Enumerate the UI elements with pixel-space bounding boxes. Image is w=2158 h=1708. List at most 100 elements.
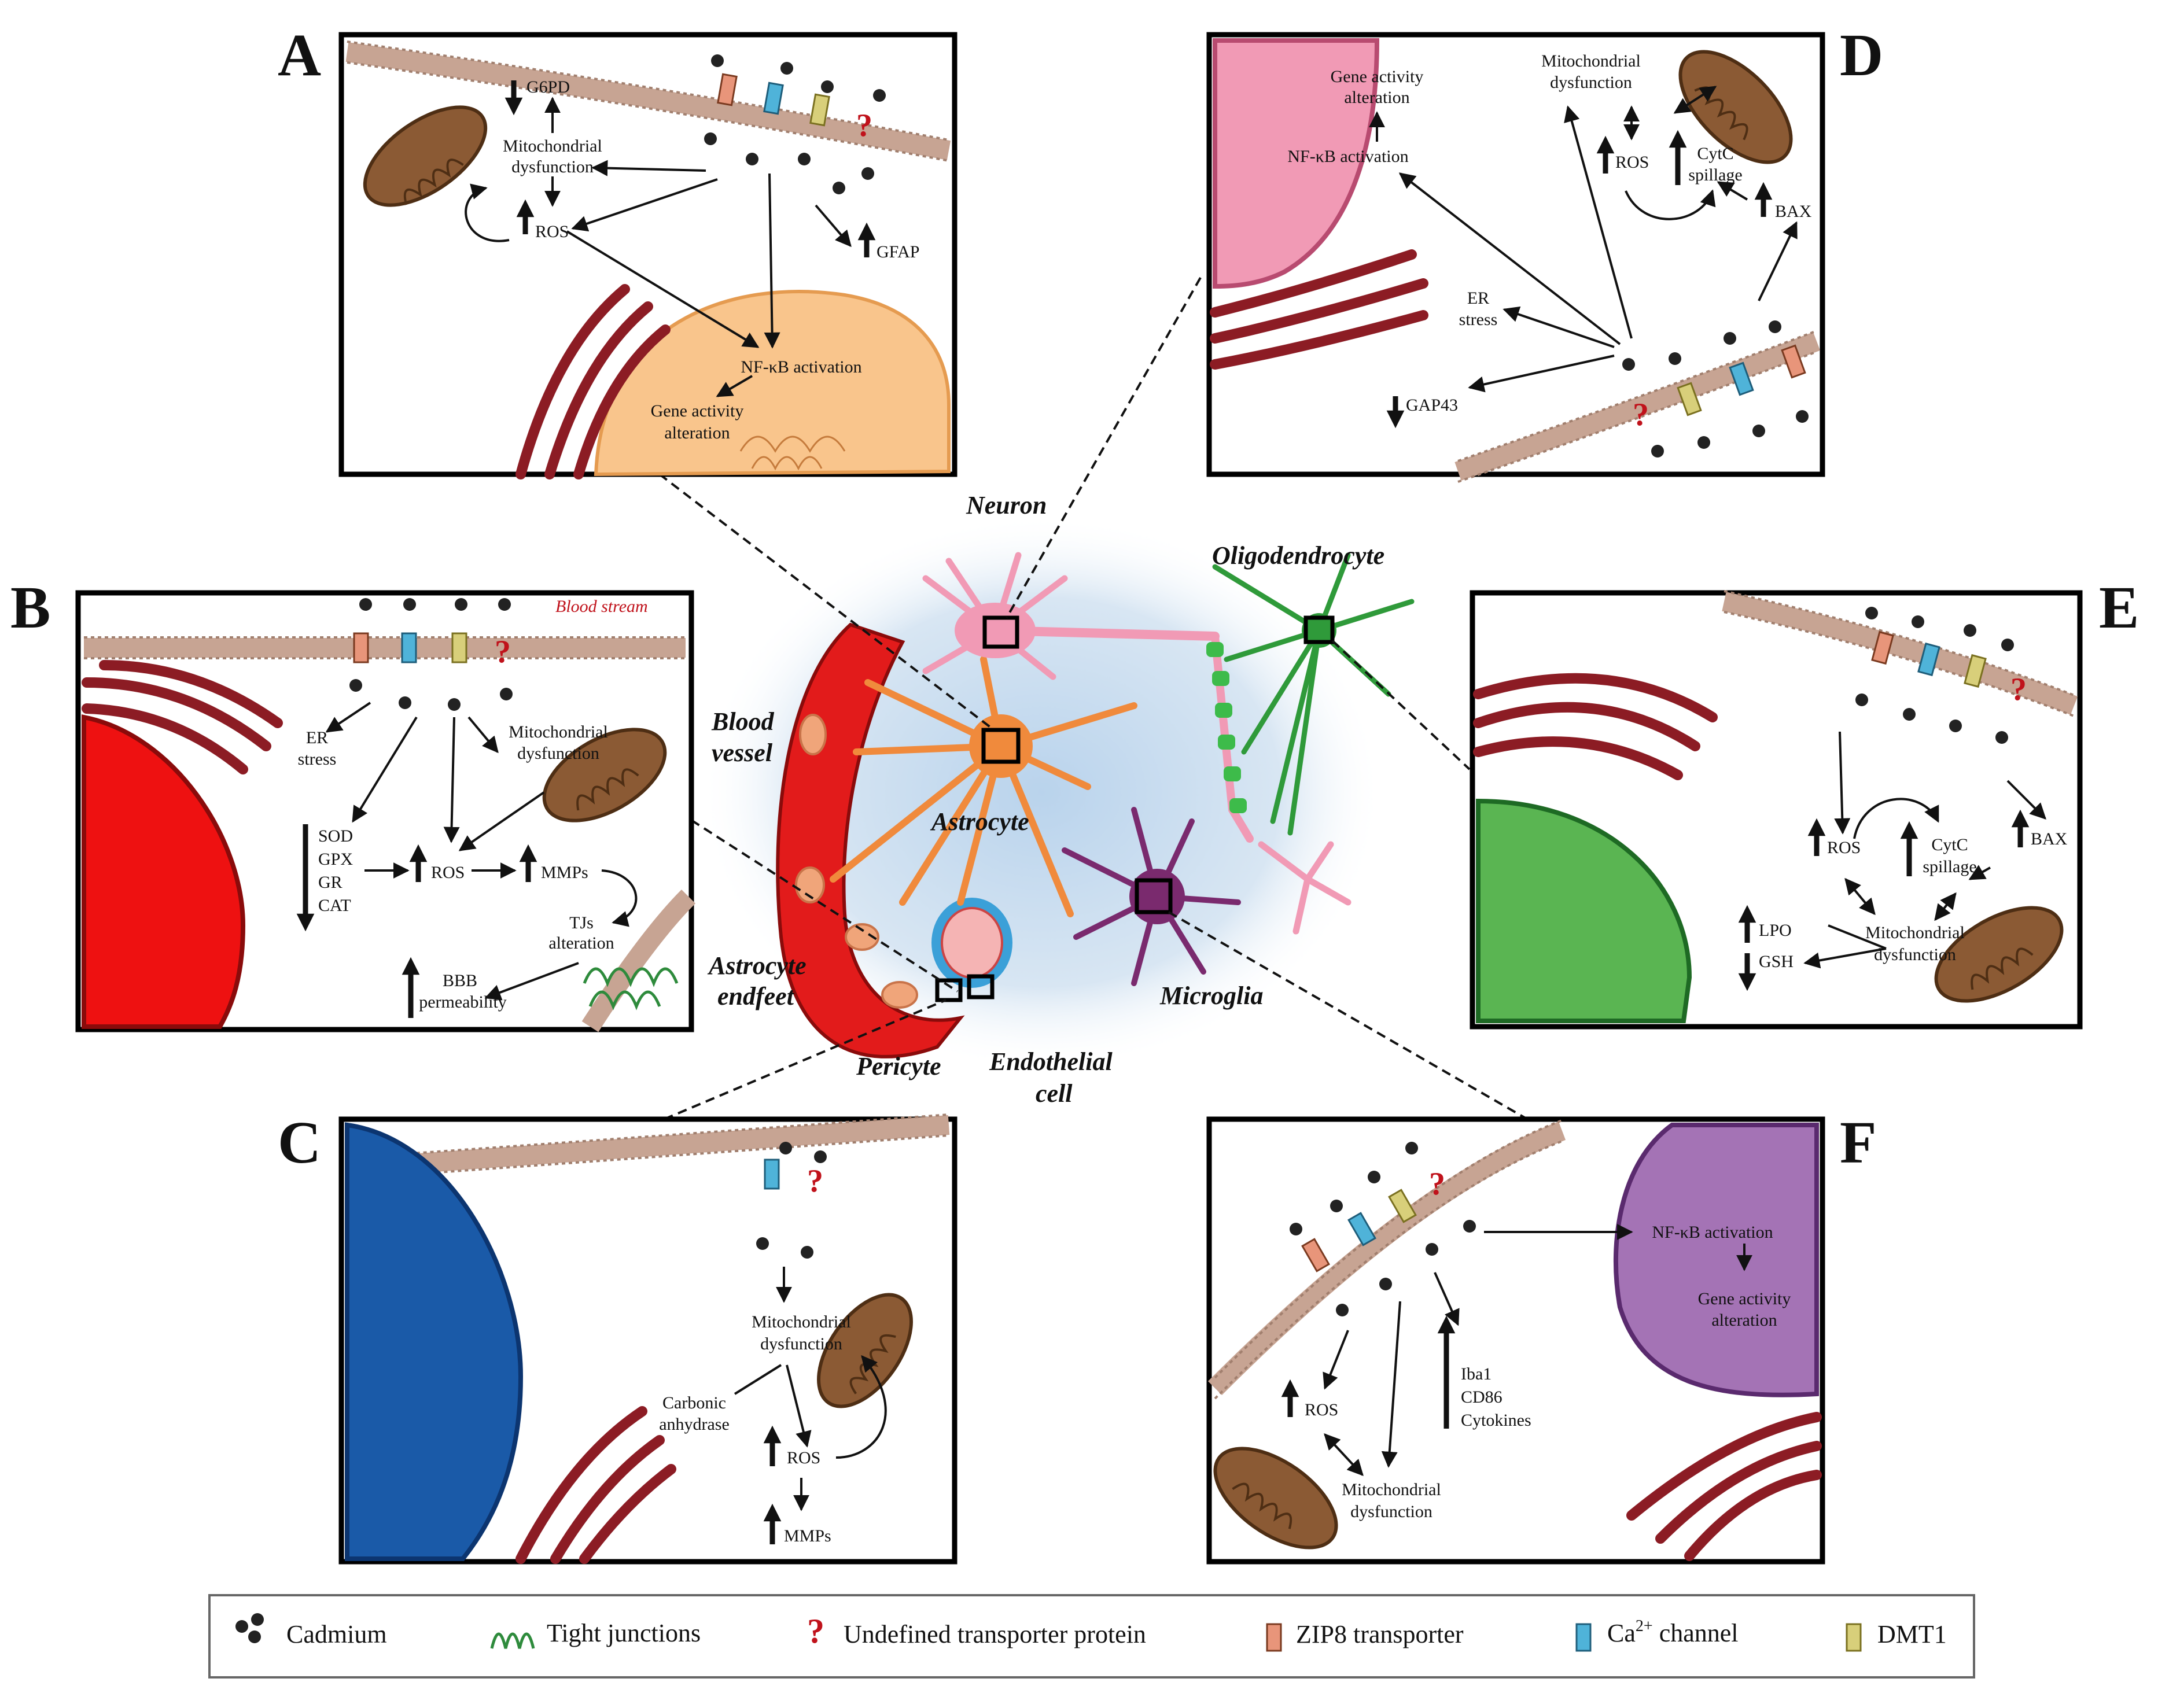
panel-f-iba1: Iba1 bbox=[1461, 1364, 1492, 1384]
legend-ca-channel-sup: 2+ bbox=[1636, 1617, 1653, 1635]
label-blood-vessel-2: vessel bbox=[712, 739, 773, 767]
panel-d-nfkb: NF-κB activation bbox=[1287, 147, 1408, 166]
panel-c-mito-1: Mitochondrial bbox=[752, 1312, 851, 1331]
svg-text:?: ? bbox=[495, 634, 511, 670]
panel-b-mito-1: Mitochondrial bbox=[509, 722, 608, 742]
panel-b: ? Blood stream ER stress Mitochondrial d… bbox=[10, 574, 696, 1032]
endothelial-cross-section bbox=[931, 898, 1012, 988]
panel-c-ros: ROS bbox=[787, 1448, 820, 1467]
central-illustration: Neuron Oligodendrocyte Blood vessel Astr… bbox=[658, 277, 1529, 1120]
panel-b-er-2: stress bbox=[298, 750, 337, 769]
panel-e: ? ROS CytC spillage BAX LPO GSH Mitochon… bbox=[1470, 574, 2139, 1030]
legend-dmt1-icon bbox=[1846, 1623, 1862, 1652]
panel-a-gene-2: alteration bbox=[664, 423, 730, 442]
panel-a-mito-1: Mitochondrial bbox=[503, 137, 602, 156]
legend-cadmium-icon bbox=[235, 1613, 264, 1643]
panel-d-bax: BAX bbox=[1775, 202, 1812, 221]
legend-tight-junctions: Tight junctions bbox=[547, 1619, 701, 1647]
panel-d-gap43: GAP43 bbox=[1406, 396, 1458, 415]
panel-f-ros: ROS bbox=[1305, 1400, 1338, 1419]
panel-f-cytokines: Cytokines bbox=[1461, 1411, 1531, 1430]
panel-e-lpo: LPO bbox=[1759, 921, 1792, 940]
label-microglia: Microglia bbox=[1159, 982, 1263, 1010]
legend-tight-junction-icon bbox=[490, 1632, 535, 1649]
panel-e-mito-2: dysfunction bbox=[1874, 945, 1956, 964]
legend-zip8-icon bbox=[1266, 1623, 1282, 1652]
panel-c: ? Mitochondrial dysfunction Carbonic anh… bbox=[278, 1109, 958, 1565]
panel-b-blood-stream: Blood stream bbox=[555, 597, 648, 616]
panel-a-gfap: GFAP bbox=[877, 242, 919, 261]
legend-undefined-transporter: Undefined transporter protein bbox=[844, 1620, 1146, 1648]
label-endfeet-2: endfeet bbox=[717, 982, 795, 1010]
panel-f-nfkb: NF-κB activation bbox=[1652, 1223, 1773, 1242]
panel-b-sod: SOD bbox=[318, 827, 353, 846]
label-neuron: Neuron bbox=[966, 491, 1047, 519]
panel-a-gene-1: Gene activity bbox=[651, 401, 744, 420]
panel-b-cat: CAT bbox=[318, 896, 351, 915]
panel-a-mito-2: dysfunction bbox=[511, 157, 594, 176]
legend-ca-channel-suffix: channel bbox=[1653, 1619, 1739, 1647]
panel-b-bbb-2: permeability bbox=[419, 993, 507, 1012]
legend-ca-channel: Ca2+ channel bbox=[1607, 1617, 1739, 1647]
label-astrocyte: Astrocyte bbox=[930, 807, 1029, 836]
legend-ca-channel-prefix: Ca bbox=[1607, 1619, 1636, 1647]
panel-e-mito-1: Mitochondrial bbox=[1865, 923, 1965, 942]
panel-f-gene-1: Gene activity bbox=[1698, 1289, 1791, 1308]
legend-zip8: ZIP8 transporter bbox=[1296, 1620, 1464, 1648]
panel-b-er-1: ER bbox=[306, 728, 328, 747]
panel-f-mito-1: Mitochondrial bbox=[1342, 1480, 1441, 1499]
panel-f: ? NF-κB activation Gene activity alterat… bbox=[1206, 1109, 1877, 1565]
panel-d-cytc-1: CytC bbox=[1697, 144, 1733, 163]
legend-ca-channel-icon bbox=[1575, 1623, 1592, 1652]
panel-b-tjs-2: alteration bbox=[548, 934, 614, 953]
panel-a-ros: ROS bbox=[535, 222, 569, 241]
panel-a: ? G6PD Mitochondrial dysfunction ROS GFA… bbox=[278, 22, 958, 479]
svg-text:?: ? bbox=[1633, 397, 1649, 433]
panel-e-bax: BAX bbox=[2031, 829, 2068, 849]
panel-e-ros: ROS bbox=[1827, 838, 1861, 857]
label-oligodendrocyte: Oligodendrocyte bbox=[1212, 541, 1384, 570]
svg-text:?: ? bbox=[856, 108, 872, 143]
panel-f-letter: F bbox=[1840, 1109, 1877, 1176]
svg-text:?: ? bbox=[2010, 672, 2027, 707]
panel-c-mito-2: dysfunction bbox=[760, 1334, 842, 1353]
panel-b-ros: ROS bbox=[431, 863, 465, 882]
panel-d-er-1: ER bbox=[1467, 289, 1489, 308]
panel-a-letter: A bbox=[278, 22, 321, 88]
panel-d-ros: ROS bbox=[1615, 153, 1649, 172]
panel-e-cytc-2: spillage bbox=[1923, 857, 1976, 876]
panel-f-cd86: CD86 bbox=[1461, 1388, 1503, 1407]
panel-a-g6pd: G6PD bbox=[526, 78, 570, 97]
svg-text:?: ? bbox=[1429, 1166, 1445, 1202]
panel-d-mito-2: dysfunction bbox=[1550, 73, 1632, 92]
panel-c-carb-1: Carbonic bbox=[662, 1393, 726, 1412]
svg-text:?: ? bbox=[807, 1163, 823, 1199]
legend-undefined-icon: ? bbox=[807, 1612, 824, 1650]
panel-c-mmps: MMPs bbox=[784, 1526, 831, 1545]
panel-f-mito-2: dysfunction bbox=[1350, 1502, 1432, 1521]
panel-d-cytc-2: spillage bbox=[1688, 165, 1742, 185]
panel-d: ? Gene activity alteration NF-κB activat… bbox=[1206, 22, 1883, 483]
panel-b-mmps: MMPs bbox=[541, 863, 588, 882]
label-endfeet-1: Astrocyte bbox=[707, 951, 807, 980]
legend-cadmium: Cadmium bbox=[286, 1620, 387, 1648]
panel-b-mito-2: dysfunction bbox=[517, 744, 599, 763]
legend-dmt1: DMT1 bbox=[1877, 1620, 1947, 1648]
panel-b-tjs-1: TJs bbox=[569, 913, 594, 932]
panel-e-cytc-1: CytC bbox=[1931, 835, 1968, 854]
panel-connectors bbox=[658, 277, 1529, 1120]
panel-b-gr: GR bbox=[318, 873, 343, 892]
panel-e-letter: E bbox=[2099, 574, 2139, 641]
panel-a-nfkb: NF-κB activation bbox=[741, 357, 861, 377]
panel-d-mito-1: Mitochondrial bbox=[1541, 51, 1641, 71]
zoom-markers bbox=[935, 615, 1335, 1002]
panel-d-gene-1: Gene activity bbox=[1331, 67, 1424, 86]
panel-d-er-2: stress bbox=[1459, 310, 1498, 329]
myelin-segments bbox=[1206, 642, 1247, 813]
panel-e-gsh: GSH bbox=[1759, 952, 1794, 971]
panel-b-gpx: GPX bbox=[318, 850, 353, 869]
legend: Cadmium Tight junctions ? Undefined tran… bbox=[208, 1594, 1975, 1679]
panel-f-gene-2: alteration bbox=[1711, 1311, 1777, 1330]
label-pericyte: Pericyte bbox=[856, 1052, 941, 1080]
